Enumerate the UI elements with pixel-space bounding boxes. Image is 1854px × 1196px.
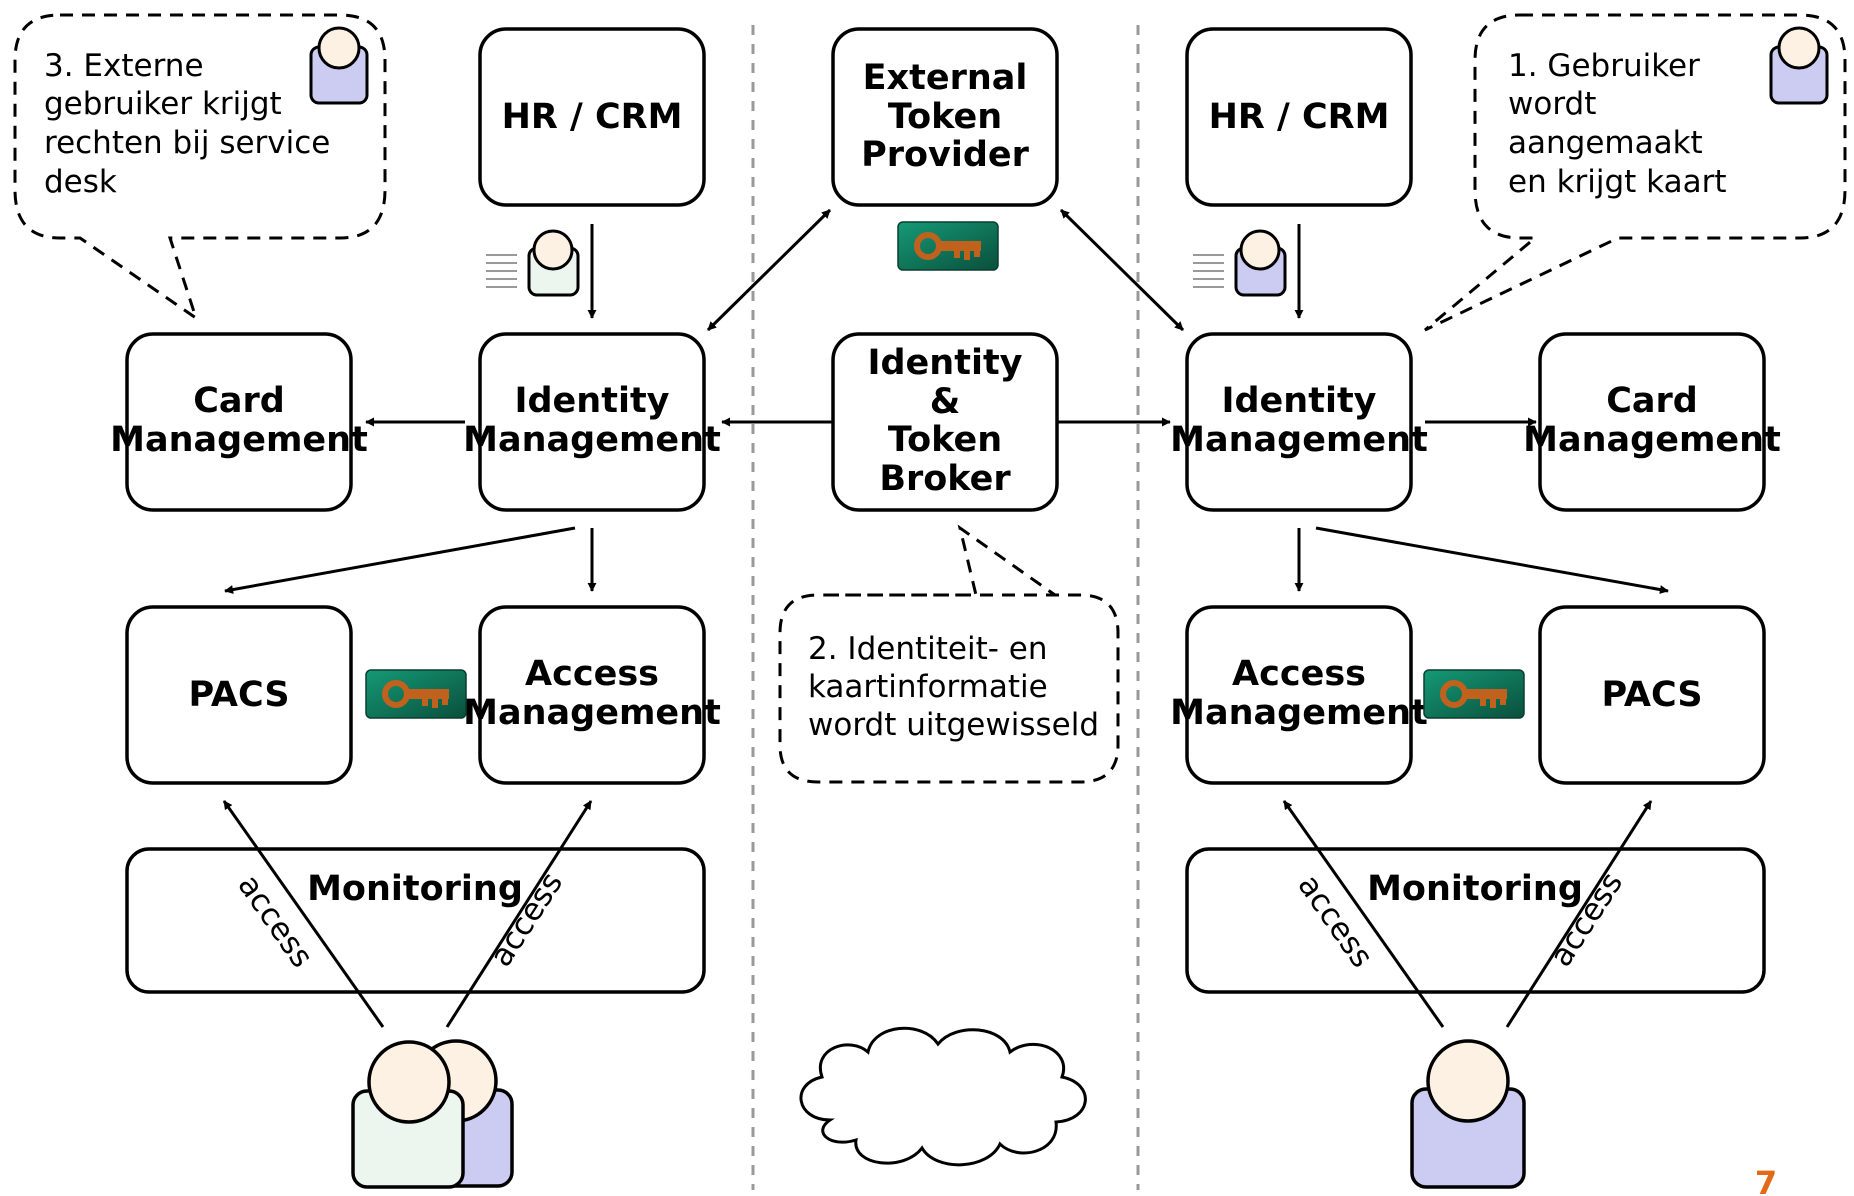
external-token-provider-box: External Token Provider [831,27,1059,207]
user-icon [1234,229,1287,297]
document-lines-icon [486,254,517,288]
broker-label: Broker [879,459,1011,499]
right-access-management-box: Access Management [1170,605,1428,785]
external-token-provider-label: Token [888,97,1002,137]
callout-step3-line: gebruiker krijgt [44,86,282,122]
arrow-identity-to-pacs-right [1315,526,1669,595]
left-access-management-label: Management [463,693,721,733]
callout-step2-line: kaartinformatie [808,669,1048,705]
right-identity-management-label: Management [1170,420,1428,460]
broker-label: Token [888,420,1002,460]
user-icon [1410,1039,1526,1189]
left-pacs-box: PACS [125,605,353,785]
left-card-management-label: Card [193,381,285,421]
callout-step1-line: 1. Gebruiker [1508,48,1700,84]
callout-step2-line: 2. Identiteit- en [808,631,1048,667]
left-access-management-box: Access Management [463,605,721,785]
left-card-management-label: Management [110,420,368,460]
arrow-access-to-access-mgmt-left [445,800,593,1028]
callout-step1: 1. Gebruiker wordt aangemaakt en krijgt … [1424,13,1847,332]
key-icon [898,222,998,270]
key-icon [366,670,466,718]
right-access-management-label: Access [1232,654,1366,694]
right-card-management-label: Card [1606,381,1698,421]
user-icon [527,229,580,297]
left-pacs-label: PACS [188,675,289,715]
user-icon [1769,26,1829,105]
left-access-management-label: Access [525,654,659,694]
callout-step2: 2. Identiteit- en kaartinformatie wordt … [778,524,1120,784]
callout-step3-line: desk [44,164,117,200]
right-identity-management-box: Identity Management [1170,332,1428,512]
external-token-provider-label: Provider [861,135,1030,175]
callout-step1-line: aangemaakt [1508,125,1703,161]
arrow-identity-to-pacs-left [224,526,576,594]
right-monitoring-box: Monitoring [1185,847,1766,994]
right-hr-crm-label: HR / CRM [1209,97,1390,137]
right-card-management-label: Management [1523,420,1781,460]
right-monitoring-label: Monitoring [1367,869,1583,909]
right-pacs-label: PACS [1601,675,1702,715]
left-identity-management-box: Identity Management [463,332,721,512]
left-monitoring-box: Monitoring [125,847,706,994]
right-pacs-box: PACS [1538,605,1766,785]
left-hr-crm-box: HR / CRM [478,27,706,207]
callout-step3-line: 3. Externe [44,48,204,84]
arrow-access-to-access-mgmt-right [1282,800,1445,1028]
right-access-management-label: Management [1170,693,1428,733]
callout-step2-line: wordt uitgewisseld [808,707,1099,743]
right-hr-crm-box: HR / CRM [1185,27,1413,207]
user-group-icon [351,1039,514,1189]
broker-label: & [930,382,961,422]
cloud-icon [799,1026,1087,1167]
callout-step1-line: en krijgt kaart [1508,164,1726,200]
callout-step3: 3. Externe gebruiker krijgt rechten bij … [13,13,387,322]
left-monitoring-label: Monitoring [307,869,523,909]
broker-label: Identity [867,343,1022,383]
key-icon [1424,670,1524,718]
callout-step3-line: rechten bij service [44,125,330,161]
page-number: 7 [1755,1164,1777,1196]
document-lines-icon [1193,254,1224,288]
external-token-provider-label: External [863,58,1028,98]
left-identity-management-label: Management [463,420,721,460]
user-icon [309,26,369,105]
right-card-management-box: Card Management [1523,332,1781,512]
left-card-management-box: Card Management [110,332,368,512]
right-identity-management-label: Identity [1221,381,1376,421]
arrow-access-to-pacs-left [222,800,385,1028]
arrow-token-provider-identity-left [706,208,832,332]
arrow-token-provider-identity-right [1059,208,1185,332]
arrow-access-to-pacs-right [1505,800,1653,1028]
identity-token-broker-box: Identity & Token Broker [831,332,1059,512]
callout-step1-line: wordt [1508,86,1596,122]
left-hr-crm-label: HR / CRM [502,97,683,137]
left-identity-management-label: Identity [514,381,669,421]
